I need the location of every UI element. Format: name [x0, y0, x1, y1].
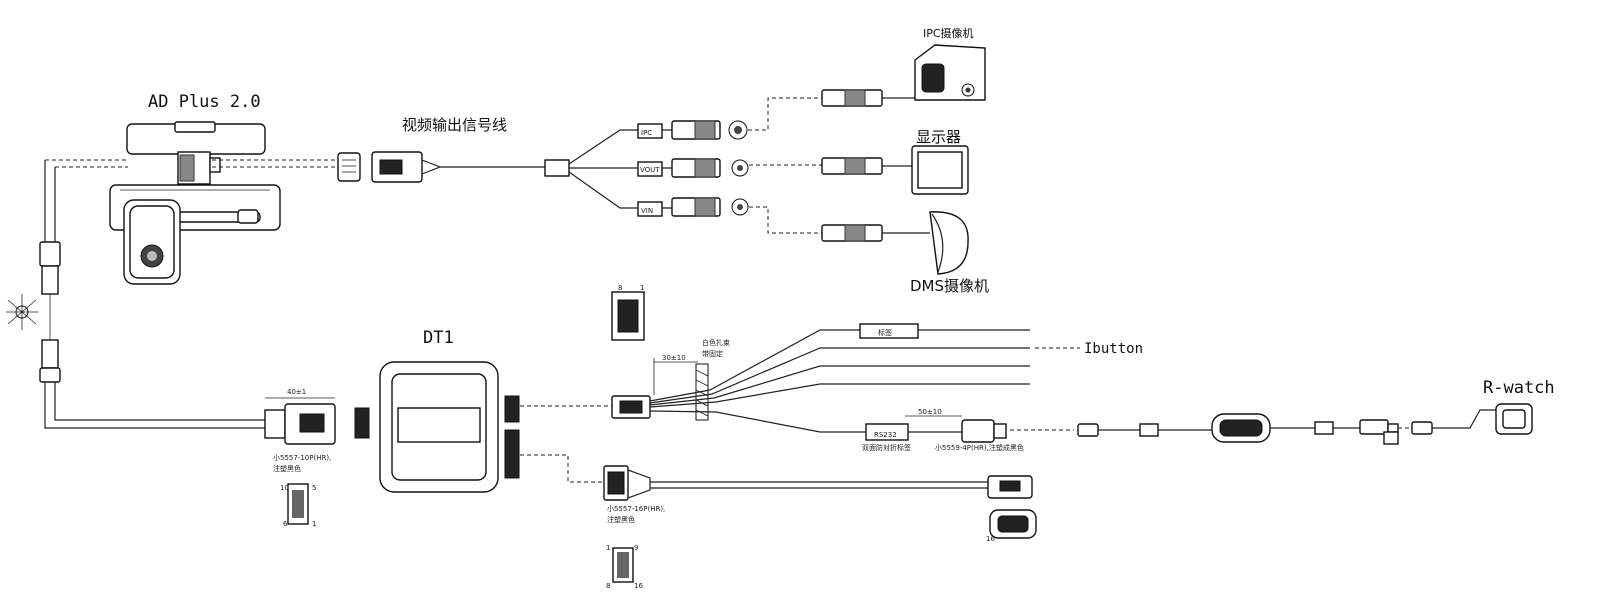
- pin-label: 1: [640, 284, 644, 292]
- dt1-title: DT1: [423, 328, 454, 348]
- pin-label: 16: [986, 535, 995, 543]
- dim-50: 50±10: [918, 408, 942, 416]
- vout-tag: VOUT: [640, 166, 660, 174]
- conn4p-note: 小5559-4P(HR),注塑成黑色: [935, 443, 1024, 452]
- rs232-tag: RS232: [874, 431, 897, 439]
- connector-16p: 小5557-16P(HR), 注塑黑色 1 9 8 16: [603, 465, 665, 590]
- rs232-note: 双面防对折标签: [862, 443, 911, 452]
- ipc-tag: IPC: [641, 129, 652, 137]
- dim-40: 40±1: [287, 388, 306, 396]
- pin-label: 1: [606, 544, 610, 552]
- pin-label: 10: [280, 484, 289, 492]
- pin-label: 8: [606, 582, 610, 590]
- adplus-device: AD Plus 2.0: [109, 92, 281, 285]
- monitor-label: 显示器: [916, 128, 961, 146]
- obd-connector: 16: [986, 475, 1037, 543]
- dms-camera: DMS摄像机: [910, 211, 989, 295]
- pin-label: 6: [283, 520, 288, 528]
- connector-10p: 40±1 小5557-10P(HR), 注塑黑色 10 5 6 1: [264, 388, 336, 528]
- dt1-device: DT1: [354, 328, 520, 493]
- ibutton-label: Ibutton: [1084, 341, 1143, 357]
- fuse-symbol: [6, 294, 38, 330]
- rwatch-cable: [1077, 409, 1496, 445]
- video-output-label: 视频输出信号线: [402, 116, 507, 134]
- ipc-branch: IPC: [637, 89, 915, 140]
- connector-8p: 8 1: [611, 284, 645, 341]
- video-cable-plug: [371, 151, 442, 183]
- rs232-branch: RS232 双面防对折标签 50±10 小5559-4P(HR),注塑成黑色: [862, 408, 1074, 452]
- vin-branch: VIN: [637, 197, 930, 242]
- inline-connector-lower: [39, 339, 61, 383]
- conn10p-note-1: 小5557-10P(HR),: [273, 453, 331, 462]
- pin-label: 1: [312, 520, 316, 528]
- ipc-camera-label: IPC摄像机: [923, 26, 974, 40]
- dim-30: 30±10: [662, 354, 686, 362]
- label-tag: 标签: [859, 323, 919, 339]
- white-tie-note-2: 带固定: [702, 349, 723, 358]
- small-plug-connector: [337, 152, 361, 182]
- pin-label: 9: [634, 544, 638, 552]
- pin-label: 16: [634, 582, 643, 590]
- harness-plug: 30±10 白色扎束 带固定: [611, 338, 730, 421]
- video-splitter: [544, 159, 570, 177]
- pin-label: 5: [312, 484, 316, 492]
- pin-label: 8: [618, 284, 622, 292]
- label-tag-text: 标签: [878, 328, 892, 337]
- rwatch-label: R-watch: [1483, 378, 1555, 398]
- ipc-camera: IPC摄像机: [914, 26, 986, 101]
- dms-camera-label: DMS摄像机: [910, 277, 989, 295]
- conn16p-note-2: 注塑黑色: [607, 515, 635, 524]
- adplus-title: AD Plus 2.0: [148, 92, 261, 112]
- conn10p-note-2: 注塑黑色: [273, 464, 301, 473]
- vout-branch: VOUT: [637, 157, 912, 178]
- vin-tag: VIN: [641, 207, 653, 215]
- rwatch-device: R-watch: [1483, 378, 1555, 435]
- inline-connector-upper: [39, 241, 61, 295]
- monitor-display: 显示器: [911, 128, 969, 195]
- conn16p-note-1: 小5557-16P(HR),: [607, 504, 665, 513]
- white-tie-note-1: 白色扎束: [702, 338, 730, 347]
